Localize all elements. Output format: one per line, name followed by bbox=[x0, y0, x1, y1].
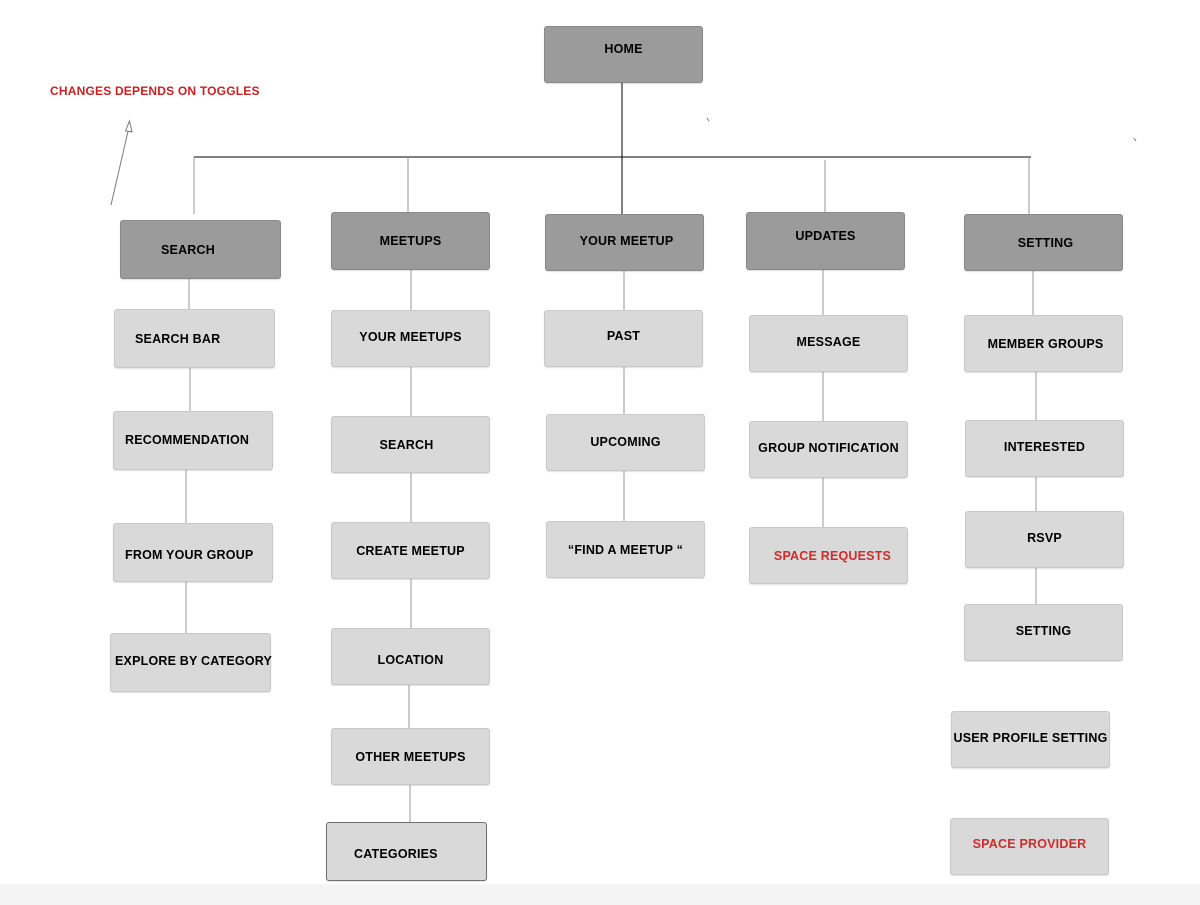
node-group-notification[interactable]: GROUP NOTIFICATION bbox=[749, 421, 908, 478]
node-categories[interactable]: CATEGORIES bbox=[326, 822, 487, 881]
node-other-meetups[interactable]: OTHER MEETUPS bbox=[331, 728, 490, 785]
node-home[interactable]: HOME bbox=[544, 26, 703, 83]
node-setting-child[interactable]: SETTING bbox=[964, 604, 1123, 661]
node-past[interactable]: PAST bbox=[544, 310, 703, 367]
node-search-bar[interactable]: SEARCH BAR bbox=[114, 309, 275, 368]
node-space-provider[interactable]: SPACE PROVIDER bbox=[950, 818, 1109, 875]
node-create-meetup[interactable]: CREATE MEETUP bbox=[331, 522, 490, 579]
node-message[interactable]: MESSAGE bbox=[749, 315, 908, 372]
node-your-meetup[interactable]: YOUR MEETUP bbox=[545, 214, 704, 271]
node-location[interactable]: LOCATION bbox=[331, 628, 490, 685]
node-space-requests[interactable]: SPACE REQUESTS bbox=[749, 527, 908, 584]
bottom-strip bbox=[0, 884, 1200, 905]
node-from-your-group[interactable]: FROM YOUR GROUP bbox=[113, 523, 273, 582]
note-arrow-head bbox=[124, 119, 133, 133]
node-upcoming[interactable]: UPCOMING bbox=[546, 414, 705, 471]
node-your-meetups[interactable]: YOUR MEETUPS bbox=[331, 310, 490, 367]
node-member-groups[interactable]: MEMBER GROUPS bbox=[964, 315, 1123, 372]
node-search[interactable]: SEARCH bbox=[120, 220, 281, 279]
node-find-a-meetup[interactable]: “FIND A MEETUP “ bbox=[546, 521, 705, 578]
node-updates[interactable]: UPDATES bbox=[746, 212, 905, 270]
node-user-profile-setting[interactable]: USER PROFILE SETTING bbox=[951, 711, 1110, 768]
node-interested[interactable]: INTERESTED bbox=[965, 420, 1124, 477]
node-meetups[interactable]: MEETUPS bbox=[331, 212, 490, 270]
node-setting[interactable]: SETTING bbox=[964, 214, 1123, 271]
toggle-note: CHANGES DEPENDS ON TOGGLES bbox=[50, 84, 260, 98]
node-explore-by-category[interactable]: EXPLORE BY CATEGORY bbox=[110, 633, 272, 692]
node-meetups-search[interactable]: SEARCH bbox=[331, 416, 490, 473]
node-rsvp[interactable]: RSVP bbox=[965, 511, 1124, 568]
note-arrow-line bbox=[110, 126, 130, 206]
stray-tick-2 bbox=[1133, 137, 1137, 142]
stray-tick-1 bbox=[706, 117, 710, 122]
node-recommendation[interactable]: RECOMMENDATION bbox=[113, 411, 273, 470]
